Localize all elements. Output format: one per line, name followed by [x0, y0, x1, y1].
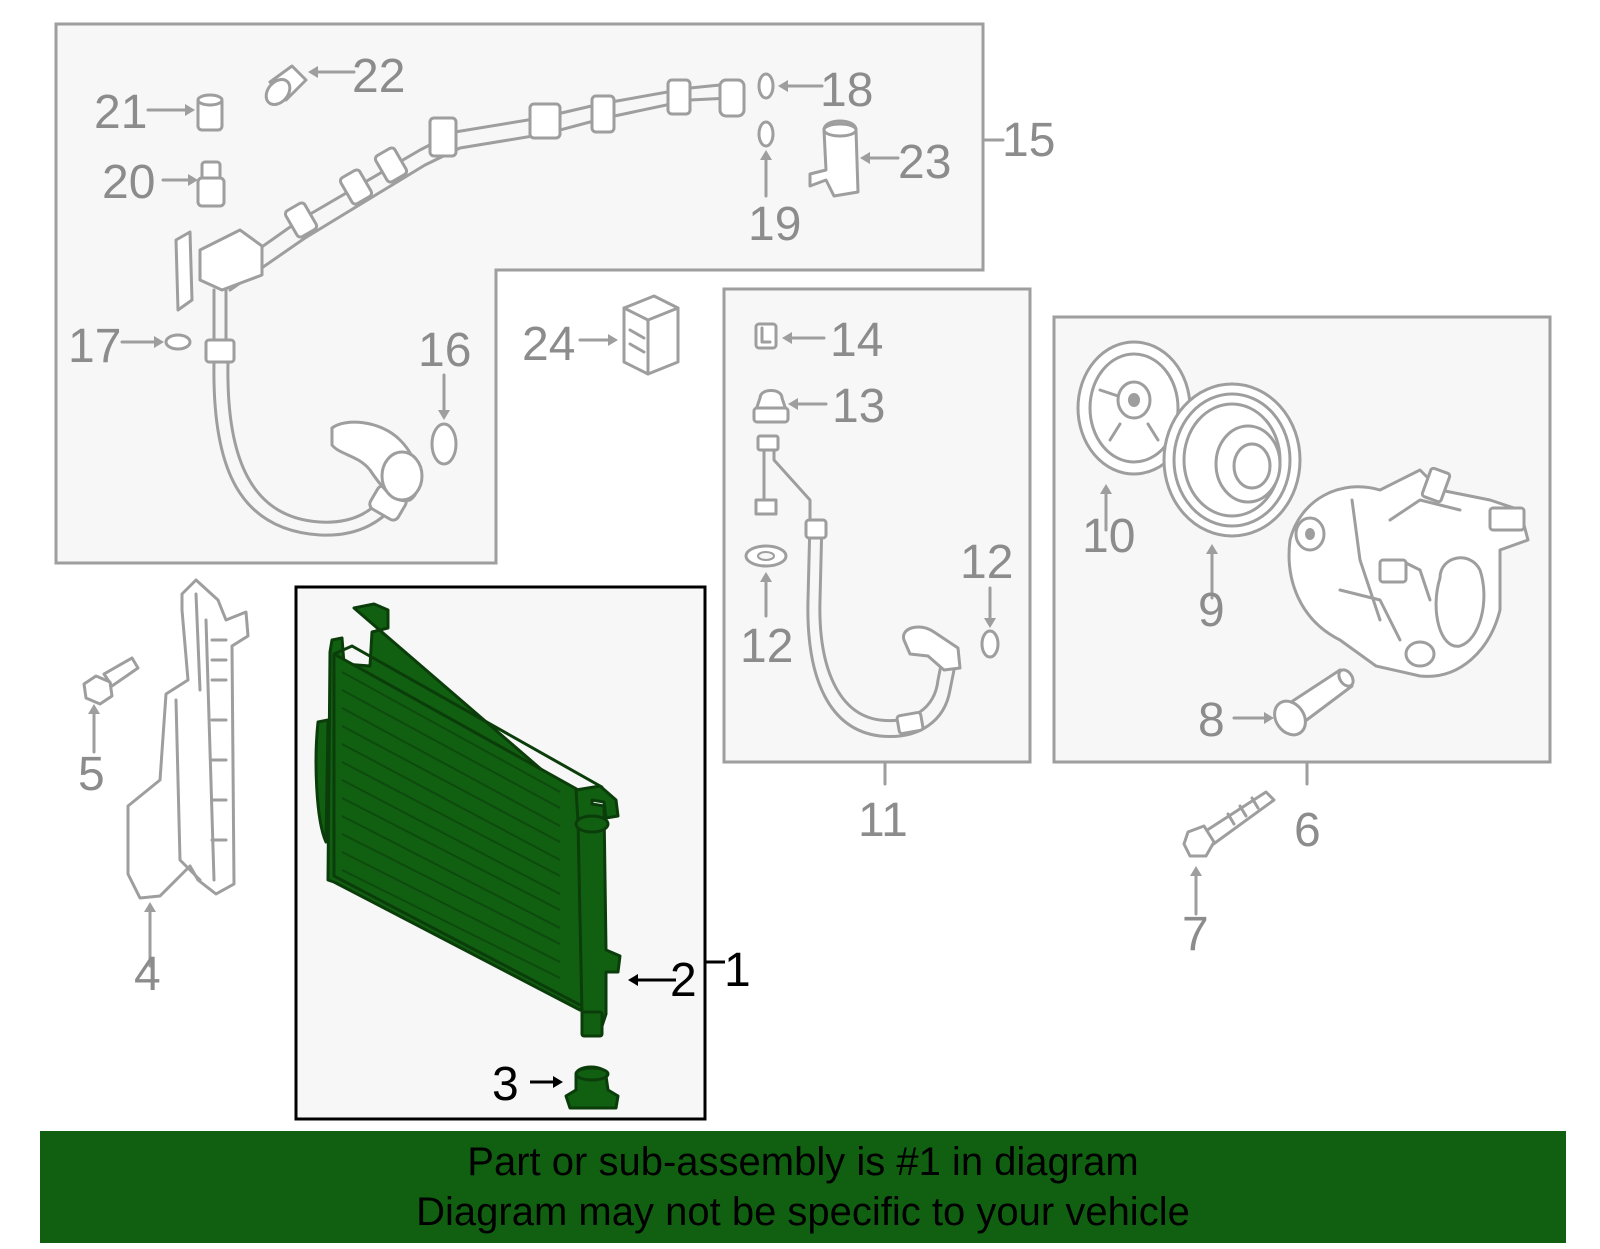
banner-line-1: Part or sub-assembly is #1 in diagram: [467, 1140, 1139, 1184]
callout-19: 19: [748, 198, 801, 251]
callout-4: 4: [134, 948, 161, 1001]
callout-11: 11: [858, 794, 908, 847]
callout-10: 10: [1082, 510, 1135, 563]
callout-13: 13: [832, 380, 885, 433]
part-4-air-guide: [126, 578, 250, 968]
banner-line-2: Diagram may not be specific to your vehi…: [416, 1190, 1190, 1234]
arrows-15: [120, 66, 900, 420]
callout-18: 18: [820, 64, 873, 117]
callout-20: 20: [102, 156, 155, 209]
callout-6: 6: [1294, 804, 1321, 857]
callout-14: 14: [830, 314, 883, 367]
callout-5: 5: [78, 748, 105, 801]
hose-assembly-15: [164, 64, 860, 537]
callout-12-left: 12: [740, 620, 793, 673]
callout-17: 17: [68, 320, 121, 373]
callout-23: 23: [898, 136, 951, 189]
callout-16: 16: [418, 324, 471, 377]
callout-22: 22: [352, 50, 405, 103]
hose-assembly-11: [744, 322, 1000, 739]
compressor-assembly-6: [1076, 340, 1530, 916]
part-24-module: [578, 294, 680, 376]
info-banner: Part or sub-assembly is #1 in diagram Di…: [40, 1131, 1566, 1243]
part-5-bolt: [82, 656, 140, 754]
callout-7: 7: [1182, 908, 1209, 961]
callout-8: 8: [1198, 694, 1225, 747]
callout-1: 1: [724, 944, 751, 997]
callout-12-right: 12: [960, 536, 1013, 589]
panel-group-11: [722, 287, 1032, 786]
condenser-assembly-1: [314, 602, 676, 1110]
callout-24: 24: [522, 318, 575, 371]
callout-3: 3: [492, 1058, 519, 1111]
callout-21: 21: [94, 86, 147, 139]
callout-15: 15: [1002, 114, 1055, 167]
callout-9: 9: [1198, 584, 1225, 637]
panel-group-15: [54, 22, 1005, 565]
callout-2: 2: [670, 954, 697, 1007]
